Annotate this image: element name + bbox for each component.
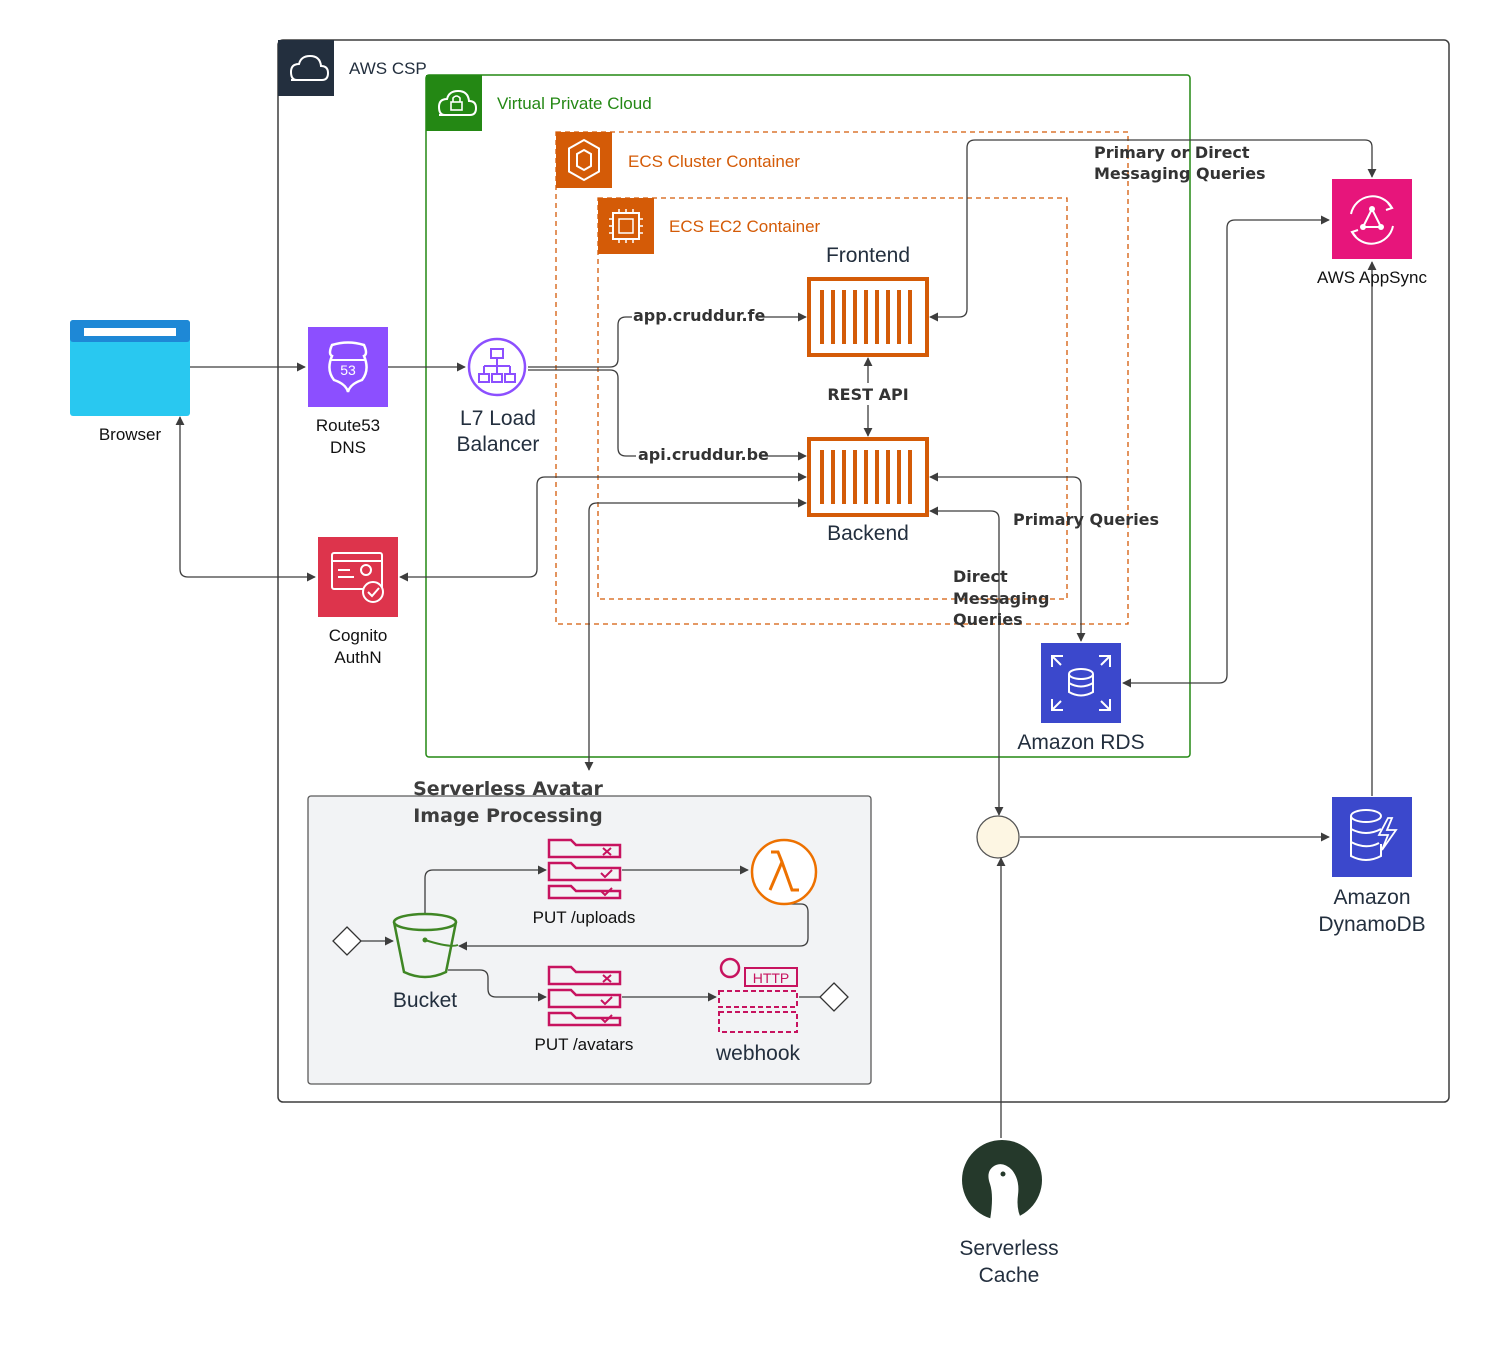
http-badge-text: HTTP [753, 970, 790, 986]
start-diamond [332, 926, 362, 956]
load-balancer-label-line2: Balancer [457, 433, 540, 456]
cognito-label-line1: Cognito [329, 626, 388, 645]
momento-logo-icon [962, 1140, 1042, 1220]
label-app-cruddur-fe: app.cruddur.fe [633, 306, 765, 325]
put-avatars-node: PUT /avatars [535, 965, 634, 1054]
route53-label-line2: DNS [330, 438, 366, 457]
aws-csp-label: AWS CSP [349, 59, 427, 78]
route53-badge-text: 53 [340, 362, 356, 378]
serverless-group-title-line1: Serverless Avatar [413, 778, 603, 800]
route53-shield-icon: 53 [328, 341, 368, 393]
edge-lambda-bucket [458, 903, 809, 951]
label-primary-or-direct-line1: Primary or Direct [1094, 143, 1250, 162]
label-primary-queries: Primary Queries [1013, 510, 1159, 529]
load-balancer-icon [467, 337, 527, 397]
rds-node: Amazon RDS [1017, 643, 1145, 754]
ecs-cluster-group: ECS Cluster Container [555, 131, 1129, 625]
frontend-label: Frontend [826, 244, 910, 267]
edge-backend-cognito [399, 472, 807, 582]
edge-browser-cognito [175, 416, 316, 582]
put-uploads-label: PUT /uploads [533, 908, 636, 927]
edge-labels: app.cruddur.fe api.cruddur.be REST API P… [633, 143, 1266, 629]
backend-container-icon [807, 437, 929, 517]
vpc-lock-cloud-icon [437, 89, 478, 116]
frontend-node: Frontend [807, 244, 929, 357]
backend-label: Backend [827, 522, 909, 545]
dynamodb-node: Amazon DynamoDB [1318, 797, 1426, 936]
junction-node [976, 815, 1020, 859]
dynamodb-label-line2: DynamoDB [1318, 913, 1425, 936]
put-uploads-node: PUT /uploads [533, 838, 636, 927]
ecs-ec2-label: ECS EC2 Container [669, 217, 821, 236]
serverless-group-title-line2: Image Processing [413, 805, 603, 827]
aws-csp-group: AWS CSP [277, 39, 1450, 1103]
api-stack-icon [547, 965, 622, 1027]
edge-bucket-uploads [424, 865, 547, 915]
bucket-node: Bucket [392, 912, 459, 1012]
put-avatars-label: PUT /avatars [535, 1035, 634, 1054]
browser-window-icon [70, 320, 190, 416]
edges [175, 139, 1377, 1138]
browser-label: Browser [99, 425, 162, 444]
appsync-graph-icon [1350, 195, 1394, 245]
api-stack-icon [547, 838, 622, 900]
cognito-node: Cognito AuthN [318, 537, 398, 667]
serverless-cache-label-line1: Serverless [959, 1237, 1058, 1260]
rds-label: Amazon RDS [1017, 731, 1144, 754]
webhook-label: webhook [715, 1042, 801, 1065]
route53-label-line1: Route53 [316, 416, 380, 435]
edge-backend-s3-processing [584, 498, 807, 771]
serverless-cache-label-line2: Cache [979, 1264, 1040, 1287]
edge-backend-cache [929, 506, 1004, 816]
frontend-container-icon [807, 277, 929, 357]
cognito-id-card-icon [331, 552, 384, 603]
load-balancer-node: L7 Load Balancer [457, 337, 540, 456]
cloud-icon [289, 54, 330, 81]
appsync-label: AWS AppSync [1317, 268, 1427, 287]
edge-lb-backend [528, 369, 807, 461]
dynamodb-label-line1: Amazon [1333, 886, 1410, 909]
end-diamond [819, 982, 849, 1012]
edge-appsync-frontend [929, 139, 1377, 322]
ecs-cluster-label: ECS Cluster Container [628, 152, 800, 171]
edge-rds-appsync [1122, 215, 1330, 688]
label-direct-line2: Messaging [953, 589, 1049, 608]
dynamodb-database-bolt-icon [1350, 809, 1398, 861]
vpc-label: Virtual Private Cloud [497, 94, 652, 113]
vpc-group: Virtual Private Cloud [425, 74, 1191, 758]
load-balancer-label-line1: L7 Load [460, 407, 536, 430]
bucket-label: Bucket [393, 989, 457, 1012]
route53-node: 53 Route53 DNS [308, 327, 388, 457]
rds-database-icon [1051, 655, 1111, 711]
serverless-cache-node: Serverless Cache [959, 1140, 1059, 1287]
backend-node: Backend [807, 437, 929, 545]
edge-backend-rds [929, 472, 1086, 642]
webhook-node: HTTP webhook [715, 957, 801, 1065]
cognito-label-line2: AuthN [334, 648, 381, 667]
ecs-cluster-icon [568, 138, 600, 182]
label-rest-api: REST API [827, 385, 908, 404]
edge-lb-frontend [528, 312, 807, 368]
label-primary-or-direct-line2: Messaging Queries [1094, 164, 1266, 183]
s3-bucket-icon [392, 912, 459, 979]
label-api-cruddur-be: api.cruddur.be [638, 445, 769, 464]
ecs-ec2-group: ECS EC2 Container [597, 197, 1068, 600]
appsync-node: AWS AppSync [1317, 179, 1427, 287]
ec2-chip-icon [609, 209, 643, 243]
edge-bucket-avatars [448, 969, 547, 1002]
lambda-node [750, 838, 818, 906]
edge-label-backgrounds [632, 305, 912, 464]
label-direct-line1: Direct [953, 567, 1008, 586]
http-endpoint-icon: HTTP [718, 957, 798, 1033]
browser-node: Browser [70, 320, 190, 444]
label-direct-line3: Queries [953, 610, 1023, 629]
lambda-icon [750, 838, 818, 906]
